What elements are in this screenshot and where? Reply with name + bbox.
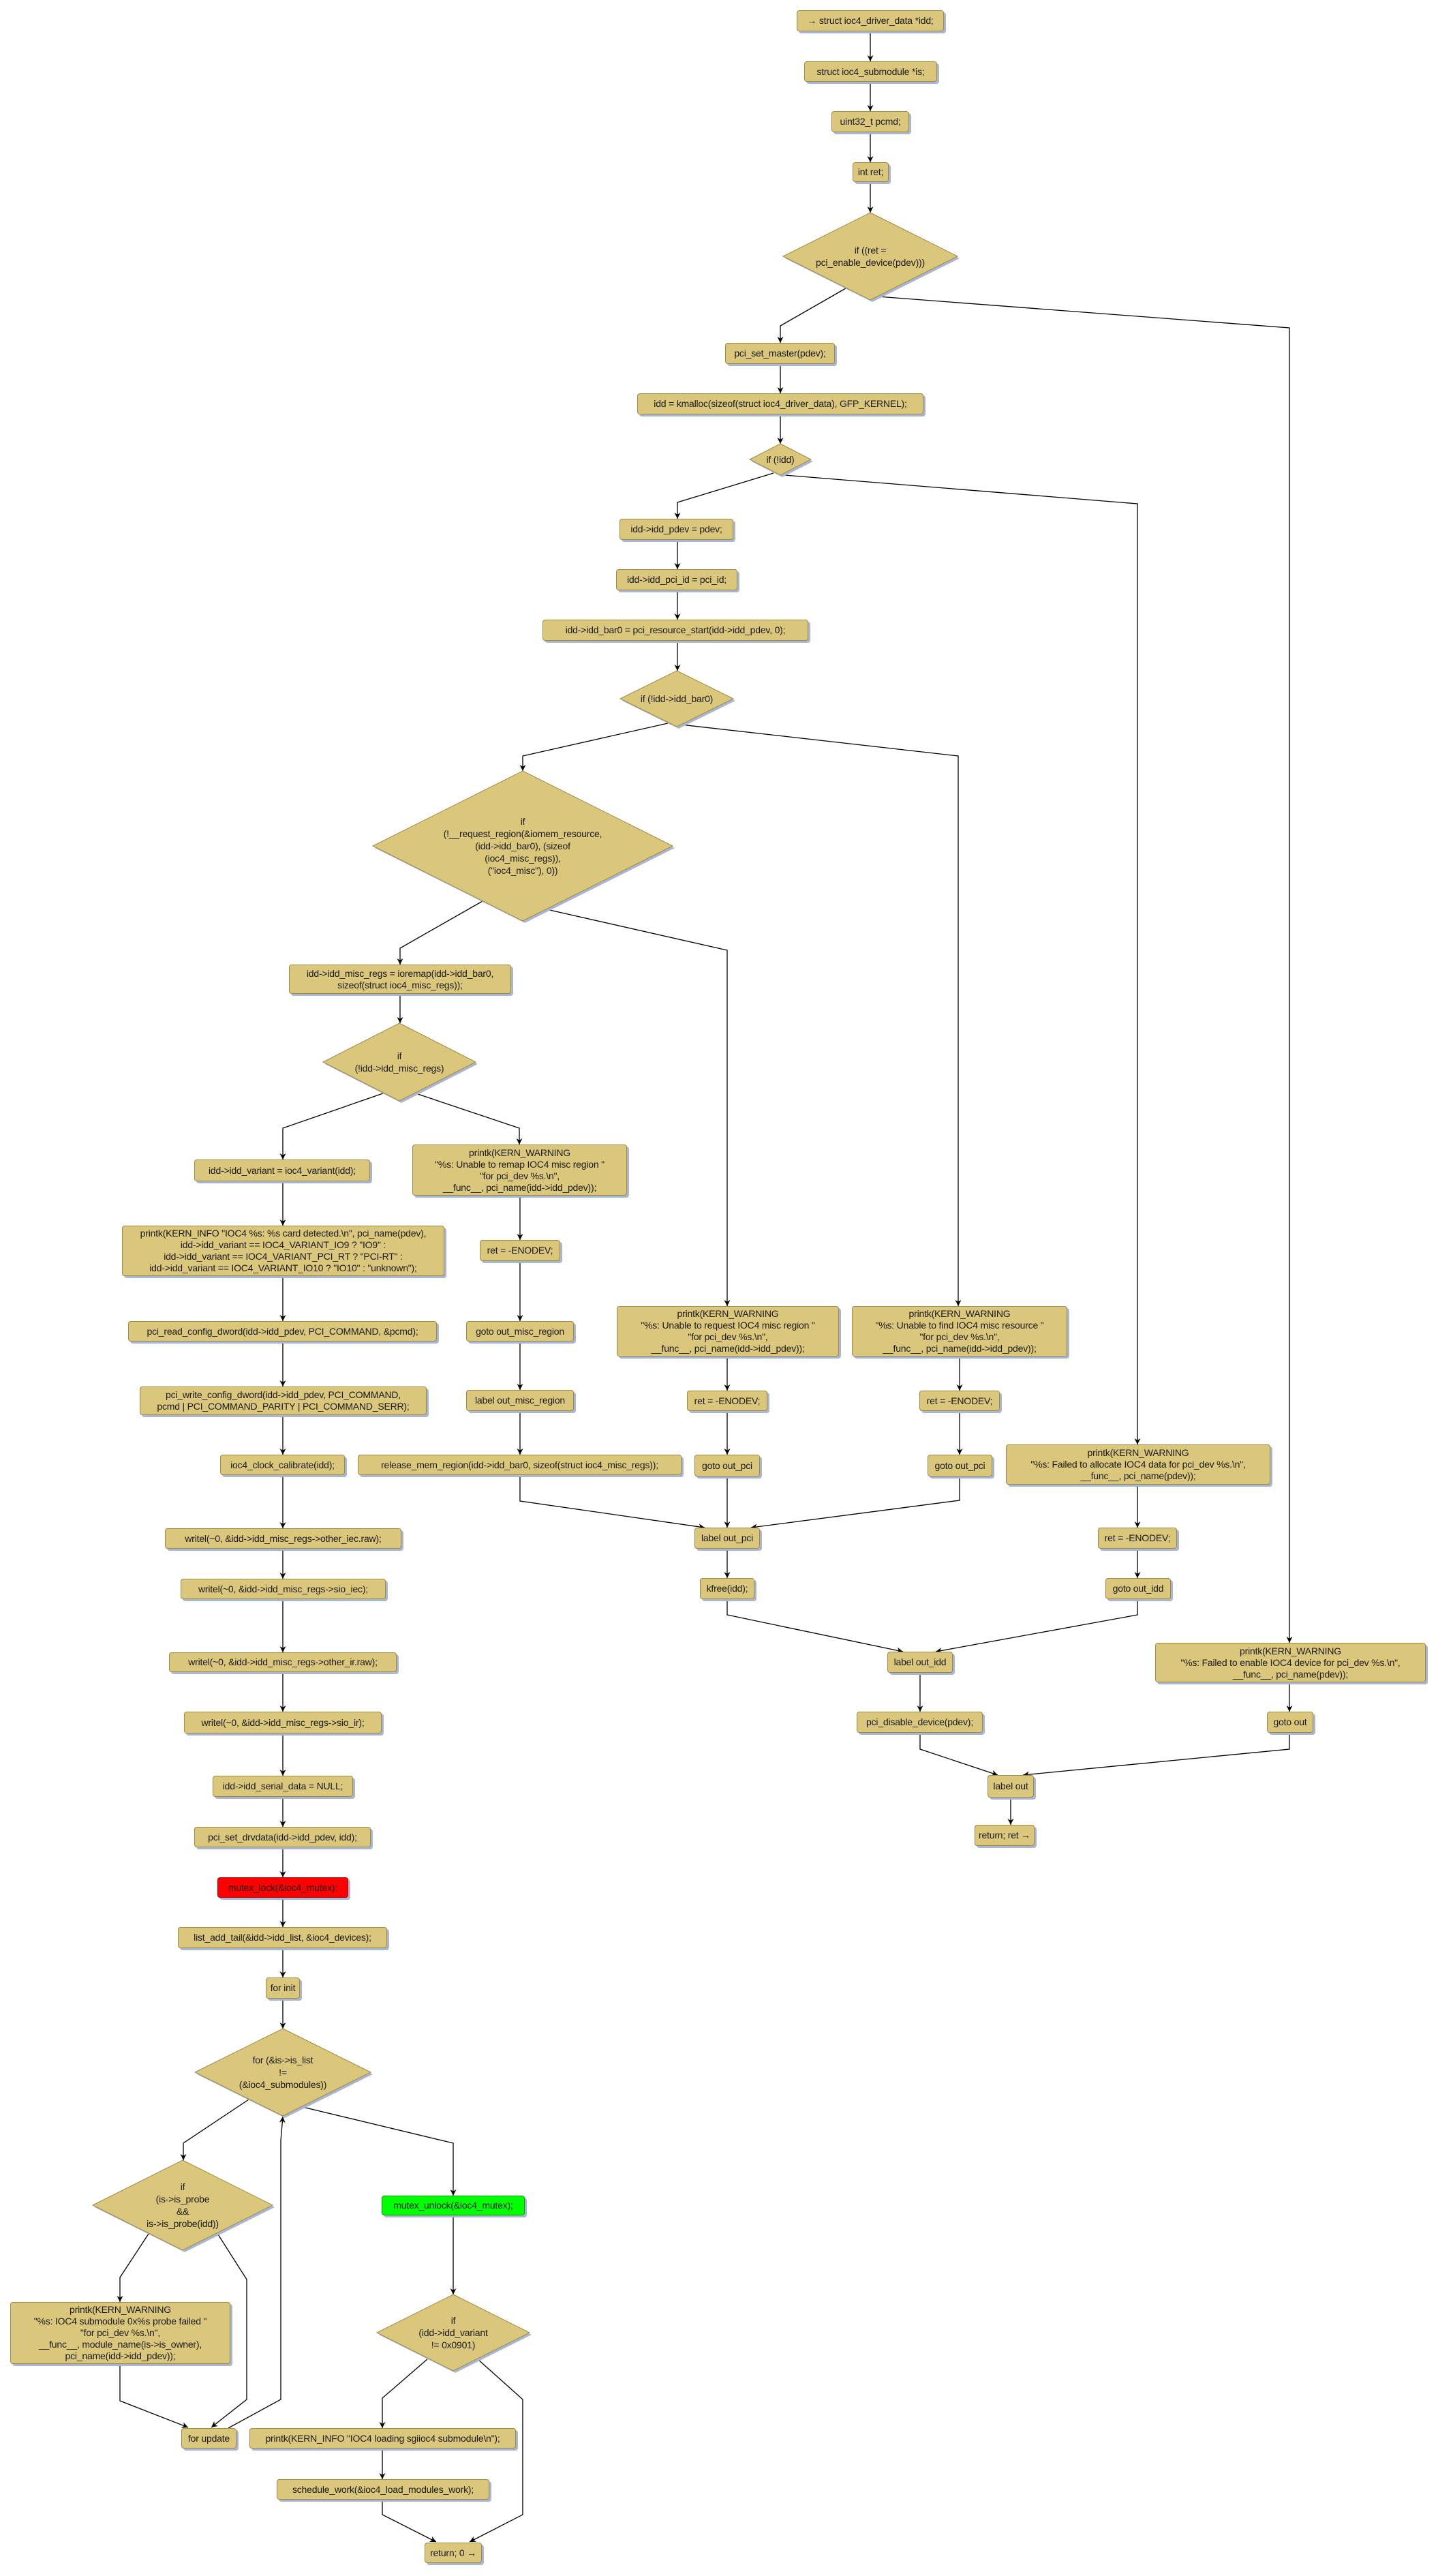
flow-edge xyxy=(302,2106,457,2196)
statement-node-n52: return; 0 → xyxy=(425,2543,482,2563)
statement-node-n39: label out xyxy=(988,1775,1034,1798)
statement-node-n3: uint32_t pcmd; xyxy=(831,111,909,132)
decision-node-d4 xyxy=(371,770,674,922)
flow-edge xyxy=(726,1599,904,1654)
statement-node-n22: writel(~0, &idd->idd_misc_regs->sio_iec)… xyxy=(181,1579,386,1599)
statement-node-n9: idd->idd_bar0 = pci_resource_start(idd->… xyxy=(542,620,808,641)
statement-node-n30: printk(KERN_WARNING "%s: Failed to alloc… xyxy=(1006,1444,1270,1485)
statement-node-n14: ret = -ENODEV; xyxy=(480,1240,560,1261)
decision-node-d1 xyxy=(782,212,959,301)
statement-node-n8: idd->idd_pci_id = pci_id; xyxy=(616,569,737,590)
flow-edge xyxy=(180,2099,249,2160)
flow-edge xyxy=(415,1093,523,1145)
statement-node-n24: printk(KERN_WARNING "%s: Unable to reque… xyxy=(617,1306,839,1357)
statement-node-n33: kfree(idd); xyxy=(700,1578,754,1599)
statement-node-n37: pci_disable_device(pdev); xyxy=(857,1712,983,1733)
flow-edge xyxy=(279,1093,384,1160)
statement-node-n19: ioc4_clock_calibrate(idd); xyxy=(220,1455,345,1475)
statement-node-n17: pci_write_config_dword(idd->idd_pdev, PC… xyxy=(140,1387,427,1415)
statement-node-n16: goto out_misc_region xyxy=(466,1321,574,1342)
statement-node-n28: goto out_pci xyxy=(694,1455,760,1476)
statement-node-n26: ret = -ENODEV; xyxy=(687,1391,767,1411)
flow-edge xyxy=(680,724,962,1306)
statement-node-n25: printk(KERN_WARNING "%s: Unable to find … xyxy=(852,1306,1067,1357)
decision-node-d3 xyxy=(619,670,735,727)
statement-node-n46: for init xyxy=(266,1978,300,1999)
statement-node-n31: label out_pci xyxy=(694,1528,760,1549)
statement-node-n35: label out_idd xyxy=(887,1652,953,1673)
flow-edge xyxy=(519,1475,705,1530)
decision-node-d8 xyxy=(376,2294,531,2372)
statement-node-n48: printk(KERN_WARNING "%s: IOC4 submodule … xyxy=(10,2302,230,2364)
flow-edge xyxy=(397,900,483,965)
flow-edge xyxy=(750,1476,960,1530)
flow-edge xyxy=(469,2359,523,2543)
statement-node-n43: pci_set_drvdata(idd->idd_pdev, idd); xyxy=(194,1827,371,1847)
statement-node-n23: writel(~0, &idd->idd_misc_regs->other_ir… xyxy=(169,1652,397,1672)
statement-node-n36: printk(KERN_WARNING "%s: Failed to enabl… xyxy=(1155,1643,1426,1682)
decision-label-d3: if (!idd->idd_bar0) xyxy=(640,693,714,704)
statement-node-n38: goto out xyxy=(1267,1712,1313,1733)
flow-edge xyxy=(877,296,1293,1643)
statement-node-n11: idd->idd_variant = ioc4_variant(idd); xyxy=(194,1160,370,1181)
flow-edge xyxy=(919,1733,998,1776)
flow-edge xyxy=(211,2234,247,2428)
statement-node-n42: idd->idd_serial_data = NULL; xyxy=(213,1776,353,1797)
decision-label-d4: if (!__request_region(&iomem_resource, (… xyxy=(443,816,602,876)
flow-edge xyxy=(784,474,1141,1444)
flow-edge xyxy=(228,2116,286,2429)
statement-node-n4: int ret; xyxy=(853,162,889,182)
statement-node-n41: writel(~0, &idd->idd_misc_regs->sio_ir); xyxy=(184,1712,382,1733)
decision-label-d8: if (idd->idd_variant != 0x0901) xyxy=(418,2315,488,2350)
statement-node-n45: list_add_tail(&idd->idd_list, &ioc4_devi… xyxy=(178,1927,387,1948)
statement-node-n21: writel(~0, &idd->idd_misc_regs->other_ie… xyxy=(165,1528,401,1549)
flow-edge xyxy=(519,723,669,771)
decision-node-d2 xyxy=(748,443,812,476)
flow-edge xyxy=(119,2364,189,2428)
flow-edge xyxy=(1022,1733,1290,1778)
statement-node-n15: pci_read_config_dword(idd->idd_pdev, PCI… xyxy=(128,1321,437,1342)
decision-label-d7: if (is->is_probe && is->is_probe(idd)) xyxy=(147,2181,219,2229)
decision-label-d1: if ((ret = pci_enable_device(pdev))) xyxy=(816,245,925,268)
mutex-unlock-node: mutex_unlock(&ioc4_mutex); xyxy=(382,2196,525,2215)
statement-node-n40: return; ret → xyxy=(975,1825,1035,1846)
statement-node-n2: struct ioc4_submodule *is; xyxy=(804,61,937,82)
mutex-lock-node: mutex_lock(&ioc4_mutex); xyxy=(217,1877,348,1898)
statement-node-n20: release_mem_region(idd->idd_bar0, sizeof… xyxy=(358,1455,682,1475)
decision-node-d6 xyxy=(194,2028,372,2117)
statement-node-n51: schedule_work(&ioc4_load_modules_work); xyxy=(277,2479,489,2500)
statement-node-n6: idd = kmalloc(sizeof(struct ioc4_driver_… xyxy=(637,393,923,414)
flow-edge xyxy=(546,909,731,1306)
decision-label-d2: if (!idd) xyxy=(766,454,795,465)
statement-node-n27: ret = -ENODEV; xyxy=(919,1391,1000,1411)
flow-edge xyxy=(382,2500,437,2543)
flow-edge xyxy=(935,1599,1138,1654)
flow-edge xyxy=(777,288,846,343)
statement-node-n7: idd->idd_pdev = pdev; xyxy=(619,519,733,540)
statement-node-n49: for update xyxy=(181,2428,236,2449)
decision-node-d7 xyxy=(91,2160,274,2251)
statement-node-n29: goto out_pci xyxy=(928,1455,992,1476)
flow-edge xyxy=(674,472,774,519)
statement-node-n50: printk(KERN_INFO "IOC4 loading sgiioc4 s… xyxy=(249,2428,516,2449)
statement-node-n1: → struct ioc4_driver_data *idd; xyxy=(797,10,944,31)
decision-node-d5 xyxy=(322,1022,477,1102)
flow-edge xyxy=(379,2359,428,2428)
statement-node-n32: ret = -ENODEV; xyxy=(1098,1528,1177,1549)
decision-label-d5: if (!idd->idd_misc_regs) xyxy=(354,1050,444,1074)
statement-node-n10: idd->idd_misc_regs = ioremap(idd->idd_ba… xyxy=(289,965,511,994)
statement-node-n18: label out_misc_region xyxy=(466,1390,574,1411)
statement-node-n5: pci_set_master(pdev); xyxy=(725,343,835,364)
decision-label-d6: for (&is->is_list != (&ioc4_submodules)) xyxy=(239,2055,327,2090)
statement-node-n12: printk(KERN_WARNING "%s: Unable to remap… xyxy=(412,1145,627,1196)
flow-edge xyxy=(117,2233,149,2302)
statement-node-n13: printk(KERN_INFO "IOC4 %s: %s card detec… xyxy=(122,1226,444,1276)
statement-node-n34: goto out_idd xyxy=(1105,1578,1171,1599)
